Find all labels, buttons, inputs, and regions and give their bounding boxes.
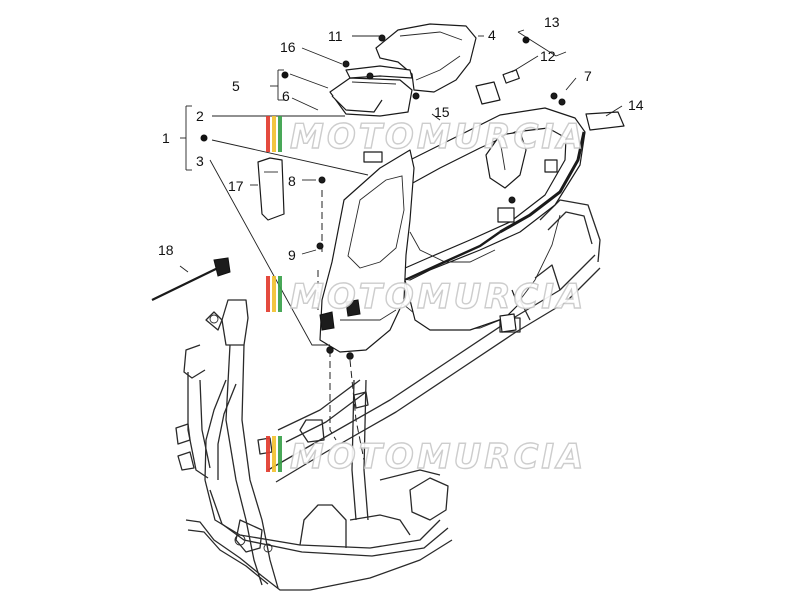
callout-5: 5 — [232, 78, 240, 94]
part-15-block — [363, 151, 383, 163]
scooter-frame — [175, 199, 601, 591]
compartment-front-panel — [319, 149, 415, 353]
callout-6: 6 — [282, 88, 290, 104]
part-16-plate — [345, 65, 413, 79]
callout-16: 16 — [280, 39, 296, 55]
callout-12: 12 — [540, 48, 556, 64]
watermark-text-top: MOTOMURCIA — [290, 117, 586, 157]
watermark-top: MOTOMURCIA — [266, 116, 586, 158]
part-4-cover — [375, 23, 477, 93]
callout-13: 13 — [544, 14, 560, 30]
callout-2: 2 — [196, 108, 204, 124]
watermark-text-middle: MOTOMURCIA — [290, 277, 586, 317]
watermark-text-bottom: MOTOMURCIA — [290, 437, 586, 477]
callout-1: 1 — [162, 130, 170, 146]
callout-17: 17 — [228, 178, 244, 194]
callout-15: 15 — [434, 104, 450, 120]
callout-9: 9 — [288, 247, 296, 263]
callout-11: 11 — [328, 28, 343, 44]
callout-14: 14 — [628, 97, 644, 113]
callout-labels: 1 2 3 4 5 6 7 8 9 11 12 13 14 15 16 17 1… — [158, 14, 644, 263]
screws — [316, 34, 566, 360]
part-18-cable-tie — [151, 257, 231, 301]
callout-3: 3 — [196, 153, 204, 169]
part-6-lock-housing — [329, 77, 413, 117]
leader-lines — [179, 29, 623, 346]
callout-4: 4 — [488, 27, 496, 43]
callout-7: 7 — [584, 68, 592, 84]
part-17-shield — [257, 157, 285, 221]
callout-8: 8 — [288, 173, 296, 189]
callout-18: 18 — [158, 242, 174, 258]
part-14-reflector — [585, 111, 625, 131]
watermark-bottom: MOTOMURCIA — [266, 436, 586, 478]
part-12-latch — [475, 69, 520, 105]
assembly-guide-lines — [317, 190, 365, 461]
watermark-middle: MOTOMURCIA — [266, 276, 586, 318]
